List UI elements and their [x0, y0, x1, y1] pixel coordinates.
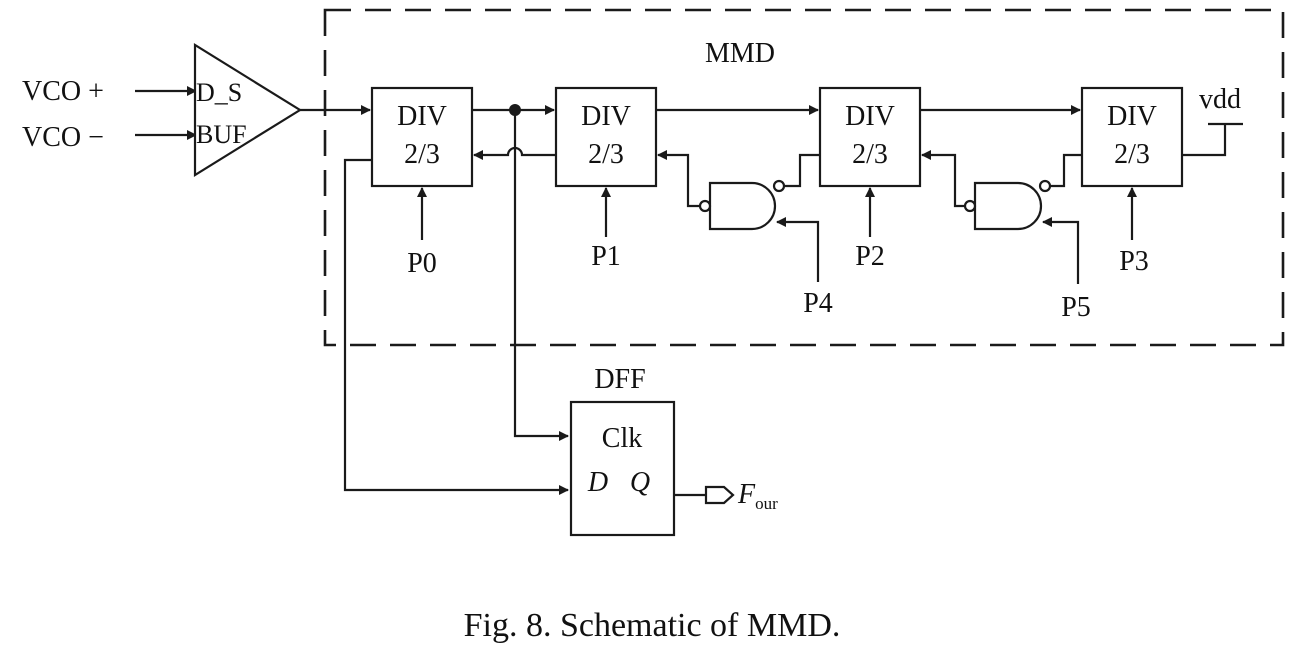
vdd-wire: [1182, 124, 1227, 157]
dff-clock-wire: [513, 110, 569, 441]
dff-box: [569, 400, 676, 537]
divider-2-box: [554, 86, 658, 188]
output-label-subscript: our: [755, 494, 778, 513]
divider-3-box: [818, 86, 922, 188]
dff-title: DFF: [594, 364, 645, 395]
divider-4-box: [1080, 86, 1184, 188]
mmd-boundary: [323, 8, 1285, 347]
output-label: Four: [737, 479, 778, 513]
p1-label: P1: [591, 241, 621, 272]
nand2-output-wire: [1050, 153, 1082, 188]
p4-wire: [776, 217, 820, 282]
p0-label: P0: [407, 248, 437, 279]
nand2-to-div3-wire: [921, 150, 965, 208]
output-port-icon: [704, 485, 735, 505]
vdd-label: vdd: [1199, 84, 1241, 115]
p2-label: P2: [855, 241, 885, 272]
nand-gate-2-out-bubble: [1038, 179, 1052, 193]
buffer-label-top: D_S: [196, 78, 242, 107]
p5-wire: [1042, 217, 1080, 284]
figure-caption: Fig. 8. Schematic of MMD.: [464, 607, 841, 644]
divider-4-label: DIV: [1107, 101, 1157, 132]
buffer-label-bottom: BUF: [196, 120, 247, 149]
buffer-triangle: [193, 43, 303, 177]
dff-q-label: Q: [630, 467, 650, 498]
nand-gate-1-in-bubble: [698, 199, 712, 213]
nand-gate-2: [973, 181, 1043, 231]
p3-label: P3: [1119, 246, 1149, 277]
dff-clk-label: Clk: [602, 423, 642, 454]
divider-1-box: [370, 86, 474, 188]
dff-d-label: D: [587, 467, 608, 498]
dff-data-wire: [343, 158, 569, 495]
divider-3-ratio: 2/3: [852, 139, 888, 170]
divider-4-ratio: 2/3: [1114, 139, 1150, 170]
divider-3-label: DIV: [845, 101, 895, 132]
divider-2-label: DIV: [581, 101, 631, 132]
vco-plus-label: VCO +: [22, 76, 104, 107]
p5-label: P5: [1061, 292, 1091, 323]
divider-1-ratio: 2/3: [404, 139, 440, 170]
divider-2-ratio: 2/3: [588, 139, 624, 170]
vco-minus-label: VCO −: [22, 122, 104, 153]
nand1-to-div2-wire: [657, 150, 700, 208]
divider-1-label: DIV: [397, 101, 447, 132]
nand-gate-1-out-bubble: [772, 179, 786, 193]
nand1-output-wire: [784, 153, 820, 188]
mmd-title: MMD: [705, 38, 775, 69]
nand-gate-2-in-bubble: [963, 199, 977, 213]
p4-label: P4: [803, 288, 833, 319]
nand-gate-1: [708, 181, 777, 231]
